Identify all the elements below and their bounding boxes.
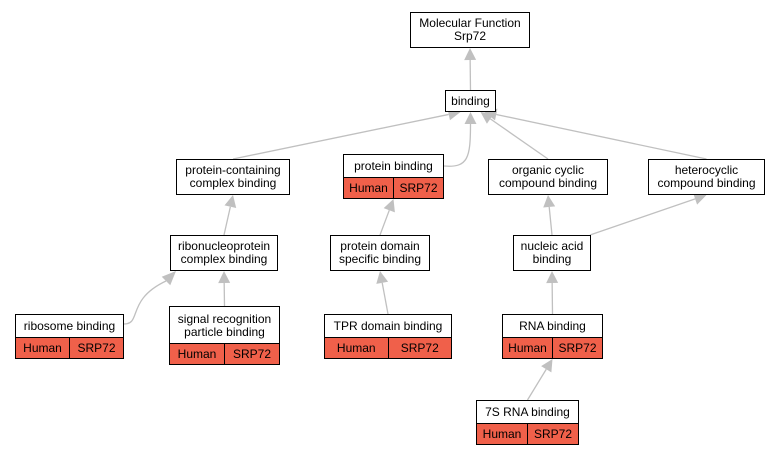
edge-arrowhead xyxy=(218,271,231,284)
annotation-row: Human SRP72 xyxy=(477,423,578,444)
edge-rna_7s_binding-to-rna_binding xyxy=(526,368,547,401)
node-label: 7S RNA binding xyxy=(485,405,570,419)
species-cell: Human xyxy=(336,341,376,355)
species-cell: Human xyxy=(482,427,522,441)
node-label: ribonucleoprotein complex binding xyxy=(177,239,271,266)
node-label: nucleic acid binding xyxy=(520,239,584,266)
node-label: signal recognition particle binding xyxy=(177,311,272,339)
gene-cell: SRP72 xyxy=(224,344,279,364)
node-binding[interactable]: binding xyxy=(445,90,496,112)
node-protein-binding[interactable]: protein binding Human SRP72 xyxy=(343,154,444,199)
species-cell: Human xyxy=(23,341,62,355)
species-cell: Human xyxy=(349,181,388,195)
edge-heterocyclic_compound_binding-to-binding xyxy=(496,113,707,160)
node-ribonucleoprotein-complex-binding[interactable]: ribonucleoprotein complex binding xyxy=(170,235,278,271)
annotation-row: Human SRP72 xyxy=(344,177,443,198)
edge-ribonucleoprotein_complex_binding-to-protein_containing_complex_binding xyxy=(223,206,232,236)
node-label: protein-containing complex binding xyxy=(185,163,281,190)
edge-arrowhead xyxy=(693,193,707,205)
node-label: RNA binding xyxy=(519,319,586,333)
node-molecular-function[interactable]: Molecular Function Srp72 xyxy=(410,12,530,48)
node-protein-domain-specific-binding[interactable]: protein domain specific binding xyxy=(330,235,430,271)
species-cell: Human xyxy=(508,341,547,355)
node-organic-cyclic-compound-binding[interactable]: organic cyclic compound binding xyxy=(488,159,608,195)
node-tpr-domain-binding[interactable]: TPR domain binding Human SRP72 xyxy=(324,314,452,359)
node-label: ribosome binding xyxy=(23,319,116,333)
node-label: heterocyclic compound binding xyxy=(657,163,756,190)
node-label: Molecular Function Srp72 xyxy=(419,16,521,43)
node-label: TPR domain binding xyxy=(333,319,443,333)
edge-arrowhead xyxy=(543,195,556,208)
edge-nucleic_acid_binding-to-organic_cyclic_compound_binding xyxy=(548,206,553,236)
node-nucleic-acid-binding[interactable]: nucleic acid binding xyxy=(513,235,591,271)
annotation-row: Human SRP72 xyxy=(325,337,451,358)
gene-cell: SRP72 xyxy=(387,338,452,358)
node-label: protein domain specific binding xyxy=(338,239,422,266)
edge-protein_containing_complex_binding-to-binding xyxy=(232,113,449,160)
gene-cell: SRP72 xyxy=(69,338,123,358)
annotation-row: Human SRP72 xyxy=(503,337,602,358)
edge-arrowhead xyxy=(464,112,477,124)
edge-arrowhead xyxy=(383,199,395,213)
edge-arrowhead xyxy=(541,359,553,373)
edge-arrowhead xyxy=(161,271,176,286)
edge-ribosome_binding-to-ribonucleoprotein_complex_binding xyxy=(123,280,167,325)
node-signal-recognition-particle-binding[interactable]: signal recognition particle binding Huma… xyxy=(169,306,280,365)
edge-nucleic_acid_binding-to-heterocyclic_compound_binding xyxy=(589,198,696,236)
species-cell: Human xyxy=(177,347,217,361)
node-label: binding xyxy=(451,93,490,108)
edge-arrowhead xyxy=(464,48,477,61)
edge-arrowhead xyxy=(224,195,237,209)
node-label: protein binding xyxy=(354,159,433,173)
gene-cell: SRP72 xyxy=(393,178,443,198)
edge-organic_cyclic_compound_binding-to-binding xyxy=(489,118,549,160)
node-rna-binding[interactable]: RNA binding Human SRP72 xyxy=(502,314,603,359)
edge-protein_domain_specific_binding-to-protein_binding xyxy=(379,210,390,236)
gene-cell: SRP72 xyxy=(552,338,602,358)
node-heterocyclic-compound-binding[interactable]: heterocyclic compound binding xyxy=(648,159,765,195)
edge-tpr_domain_binding-to-protein_domain_specific_binding xyxy=(381,282,389,315)
edge-arrowhead xyxy=(546,271,559,284)
gene-cell: SRP72 xyxy=(527,424,578,444)
node-ribosome-binding[interactable]: ribosome binding Human SRP72 xyxy=(15,314,124,359)
node-7s-rna-binding[interactable]: 7S RNA binding Human SRP72 xyxy=(476,400,579,445)
node-label: organic cyclic compound binding xyxy=(498,163,598,190)
annotation-row: Human SRP72 xyxy=(170,343,279,364)
node-protein-containing-complex-binding[interactable]: protein-containing complex binding xyxy=(176,159,290,195)
edge-arrowhead xyxy=(376,271,389,284)
annotation-row: Human SRP72 xyxy=(16,337,123,358)
edge-protein_binding-to-binding xyxy=(443,123,472,167)
